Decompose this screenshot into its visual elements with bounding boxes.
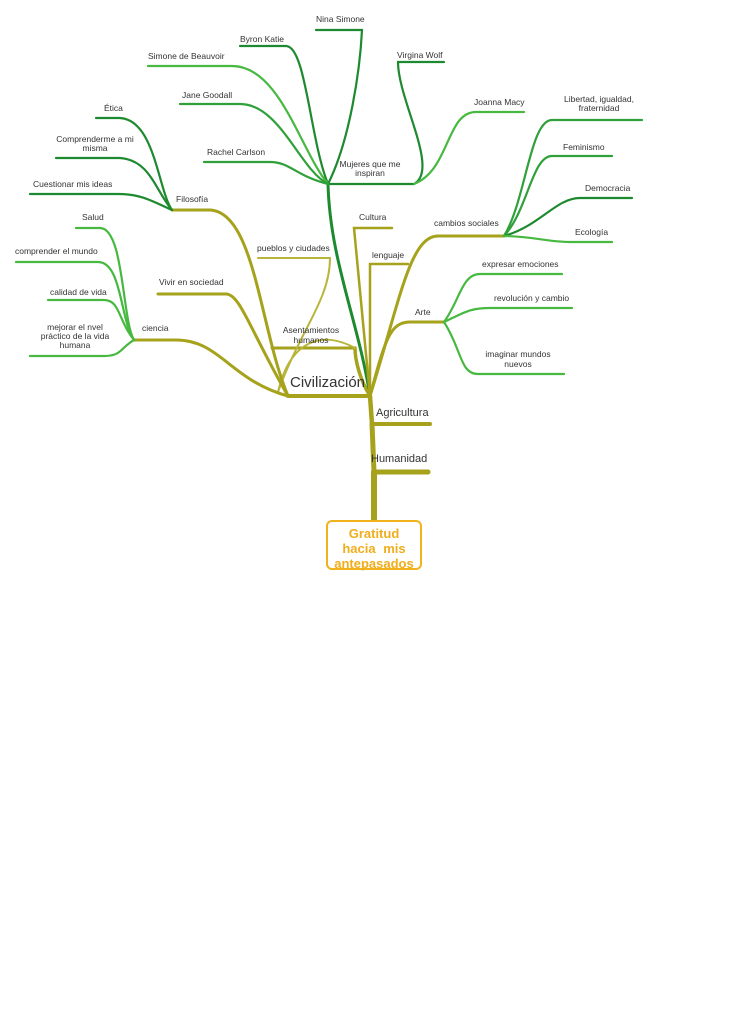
branch-asentamientos-pueblos: [277, 257, 356, 393]
branch-byron: [238, 44, 330, 186]
branch-civ-asentamientos: [353, 346, 372, 398]
node-cambios: cambios sociales: [434, 218, 499, 228]
node-simone: Simone de Beauvoir: [148, 51, 225, 61]
node-cultura: Cultura: [359, 212, 387, 222]
branch-civ-ciencia: [174, 338, 290, 398]
node-mujeres-2: inspiran: [355, 168, 385, 178]
branch-jane: [178, 102, 330, 186]
node-lenguaje: lenguaje: [372, 250, 404, 260]
central-topic-line-3: antepasados: [334, 556, 414, 571]
node-cuestionar: Cuestionar mis ideas: [33, 179, 112, 189]
branch-comprender-mundo: [14, 260, 136, 342]
branch-cuestionar: [28, 192, 174, 212]
node-filosofia: Filosofía: [176, 194, 208, 204]
node-labels: Humanidad Agricultura Civilización Asent…: [15, 14, 634, 465]
node-mejorar-2: práctico de la vida: [41, 331, 110, 341]
node-ciencia: ciencia: [142, 323, 169, 333]
branch-civ-cultura: [352, 226, 394, 398]
branch-ecologia: [502, 234, 614, 244]
node-comprenderme-2: misma: [82, 143, 107, 153]
branch-virginia: [396, 60, 446, 186]
node-mejorar-3: humana: [60, 340, 91, 350]
node-feminismo: Feminismo: [563, 142, 605, 152]
branch-etica: [94, 116, 174, 212]
node-comprender-mundo: comprender el mundo: [15, 246, 98, 256]
node-salud: Salud: [82, 212, 104, 222]
branch-libertad: [502, 118, 644, 238]
node-nina: Nina Simone: [316, 14, 365, 24]
node-agricultura: Agricultura: [376, 407, 429, 419]
node-vivir: Vivir en sociedad: [159, 277, 224, 287]
node-pueblos: pueblos y ciudades: [257, 243, 330, 253]
branch-joanna: [412, 110, 526, 186]
trunk-agricultura-civilizacion: [367, 393, 375, 427]
branch-civ-filosofia: [208, 208, 290, 398]
branch-civ-mujeres: [326, 182, 372, 398]
branch-civ-cambios: [368, 234, 506, 398]
branch-civ-lenguaje: [368, 262, 410, 398]
node-libertad-1: Libertad, igualdad,: [564, 94, 634, 104]
central-topic-line-2: hacia mis: [342, 541, 406, 556]
node-byron: Byron Katie: [240, 34, 284, 44]
branch-nina: [314, 28, 364, 186]
branch-simone: [146, 64, 330, 186]
node-libertad-2: fraternidad: [579, 103, 620, 113]
branch-civ-vivir: [224, 292, 290, 398]
node-rachel: Rachel Carlson: [207, 147, 265, 157]
node-ecologia: Ecología: [575, 227, 608, 237]
branch-comprenderme: [54, 156, 174, 212]
node-civilizacion: Civilización: [290, 374, 365, 391]
branch-calidad: [46, 298, 136, 342]
node-revolucion: revolución y cambio: [494, 293, 569, 303]
node-etica: Ética: [104, 103, 123, 113]
branch-rachel: [202, 160, 330, 186]
node-democracia: Democracia: [585, 183, 631, 193]
node-expresar: expresar emociones: [482, 259, 559, 269]
node-asentamientos-2: humanos: [294, 335, 329, 345]
node-virginia: Virgina Wolf: [397, 50, 443, 60]
branch-revolucion: [442, 306, 574, 324]
node-jane: Jane Goodall: [182, 90, 232, 100]
branch-expresar: [442, 272, 564, 324]
trunk-humanidad-agricultura: [369, 421, 377, 475]
node-mejorar-1: mejorar el nvel: [47, 322, 103, 332]
node-mujeres-1: Mujeres que me: [340, 159, 401, 169]
trunk-branches: [14, 28, 644, 523]
node-arte: Arte: [415, 307, 431, 317]
central-topic-box[interactable]: Gratitud hacia mis antepasados: [326, 520, 422, 571]
node-humanidad: Humanidad: [371, 453, 427, 465]
node-calidad: calidad de vida: [50, 287, 107, 297]
branch-mejorar: [28, 338, 136, 358]
node-joanna: Joanna Macy: [474, 97, 525, 107]
central-topic-line-1: Gratitud: [348, 526, 400, 541]
branch-imaginar: [442, 320, 566, 376]
node-imaginar-1: imaginar mundos: [485, 349, 550, 359]
node-imaginar-2: nuevos: [504, 359, 531, 369]
node-asentamientos: Asentamientos: [283, 325, 339, 335]
node-comprenderme: Comprenderme a mi: [56, 134, 134, 144]
branch-democracia: [502, 196, 634, 238]
branch-feminismo: [502, 154, 614, 238]
